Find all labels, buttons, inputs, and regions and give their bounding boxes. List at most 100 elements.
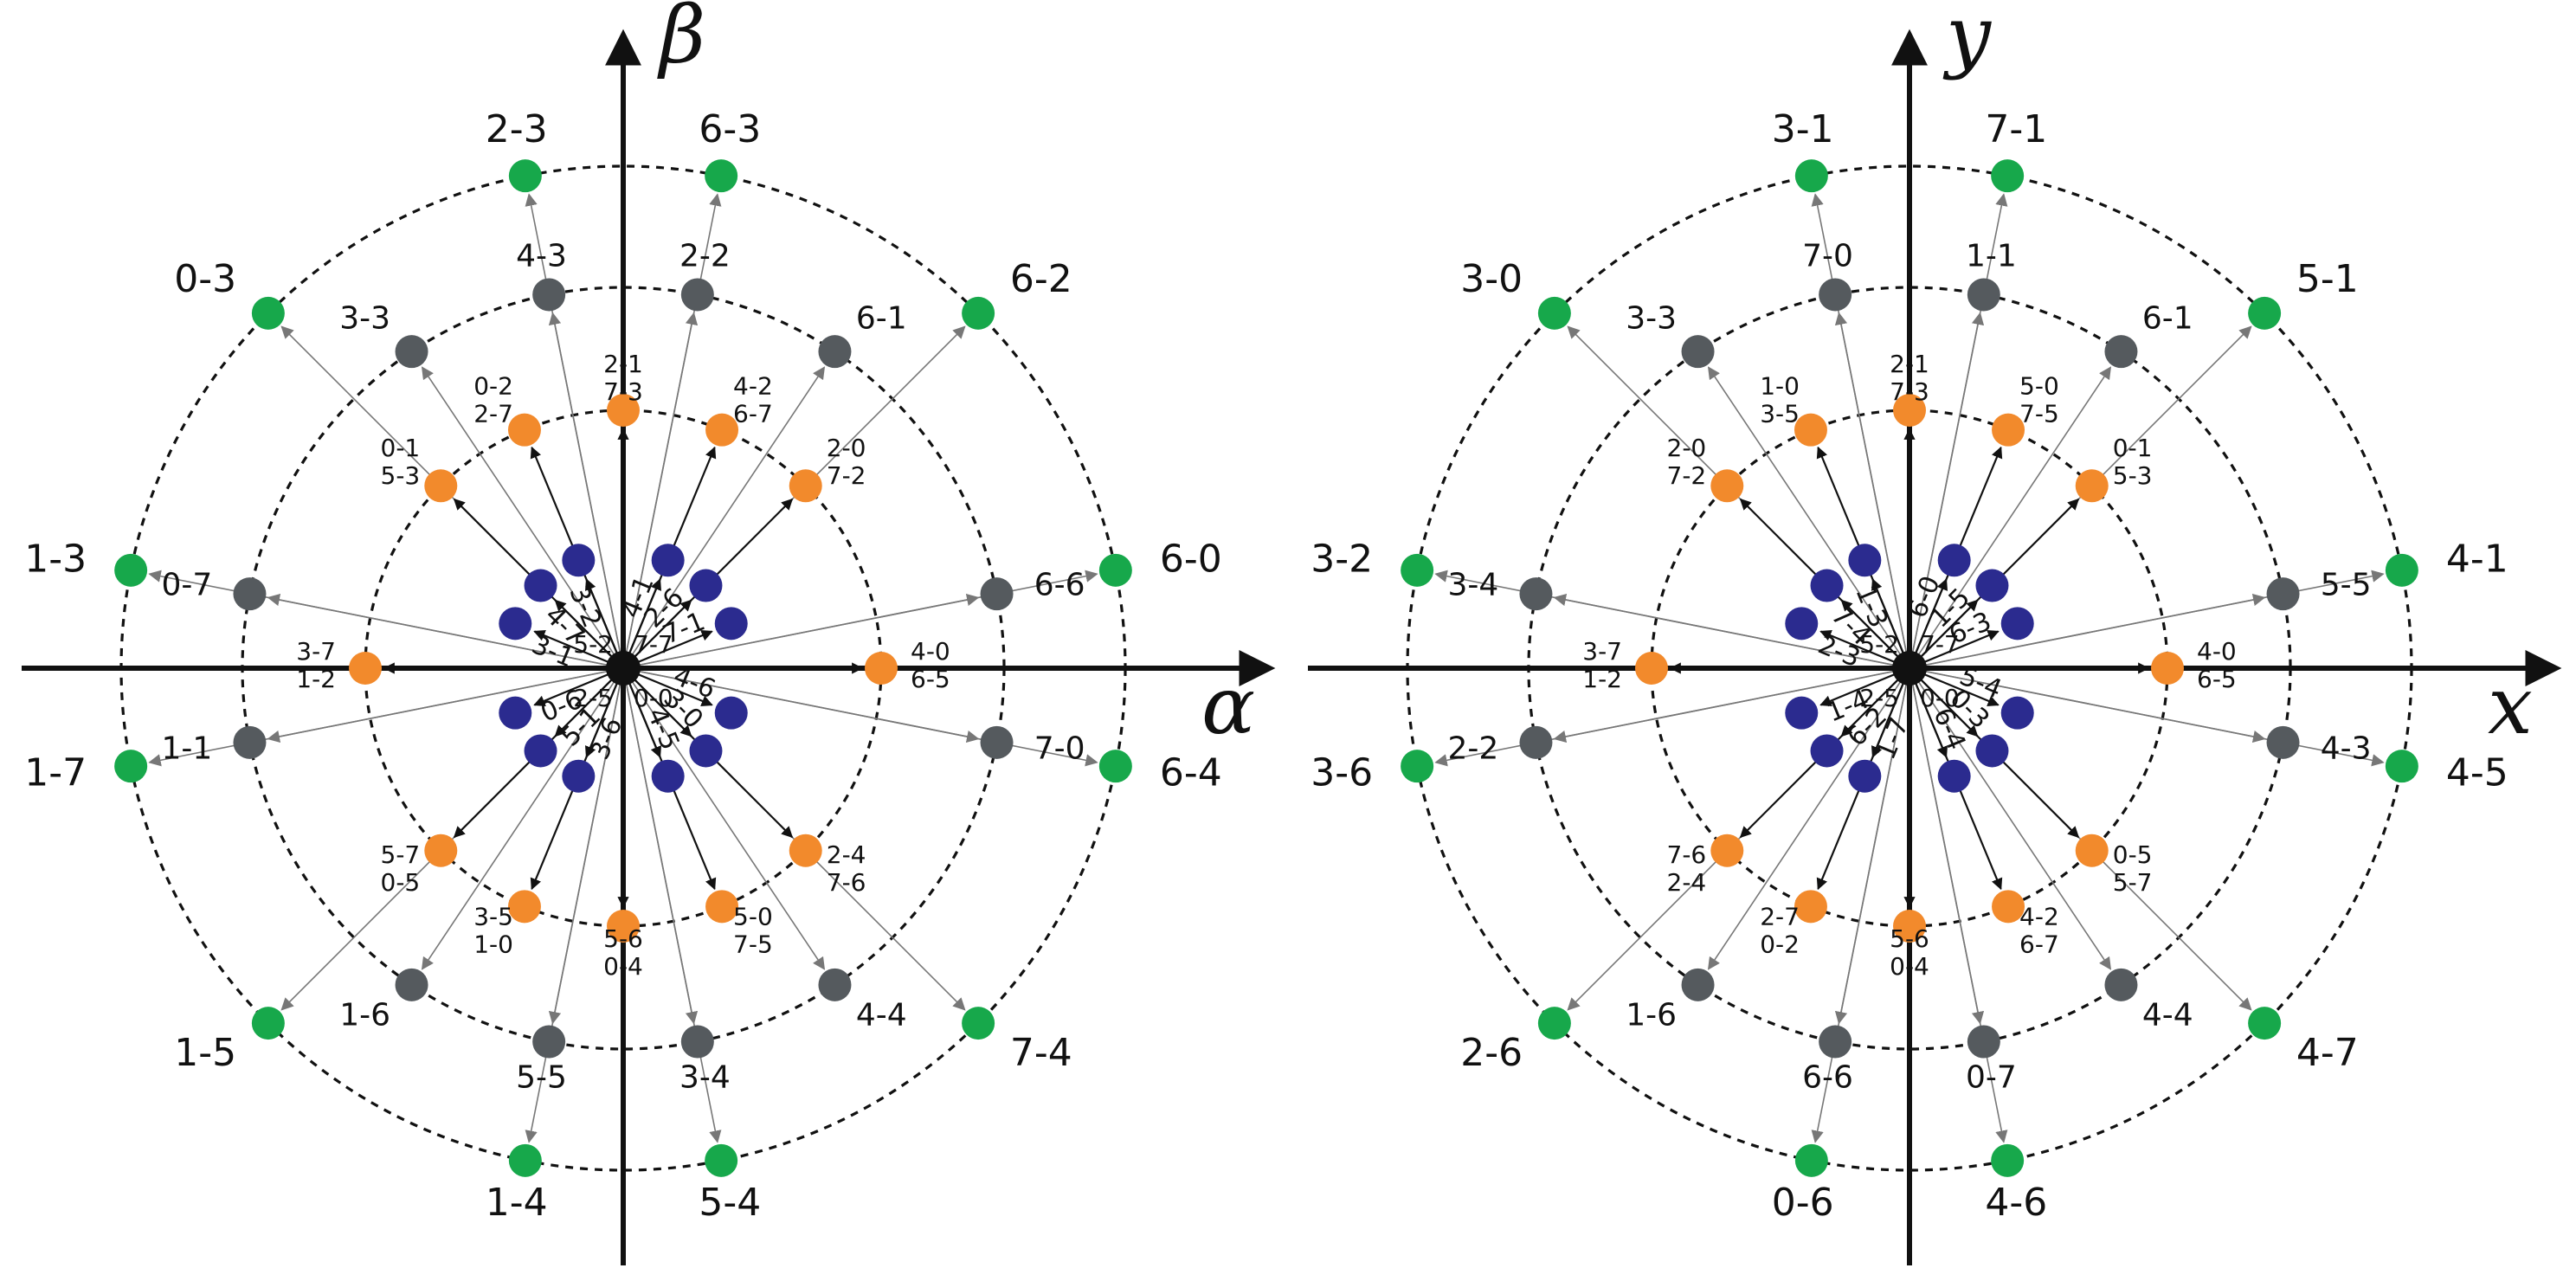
outer-mid-vector-label: 5-5: [516, 1060, 567, 1096]
mid-vector-label: 1-2: [1582, 665, 1622, 693]
inner-vector-dot: [1810, 569, 1844, 602]
mid-vector-dot: [424, 834, 458, 867]
mid-vector-label: 7-3: [603, 377, 643, 406]
outer-mid-vector-label: 3-4: [679, 1060, 731, 1096]
mid-vector-dot: [2151, 652, 2184, 685]
inner-vector-dot: [499, 696, 532, 730]
outer-mid-vector-dot: [818, 968, 852, 1001]
outer-mid-vector-label: 4-3: [2321, 731, 2372, 766]
outer-vector-label: 5-1: [2296, 257, 2359, 301]
outer-vector-label: 6-4: [1160, 750, 1222, 795]
vector-arrow: [1909, 667, 2266, 743]
vector-arrow: [1909, 366, 2112, 669]
mid-vector-dot: [865, 652, 898, 685]
outer-vector-dot: [2385, 750, 2418, 783]
mid-vector-label: 5-6: [1890, 924, 1929, 953]
outer-vector-label: 2-6: [1460, 1031, 1523, 1075]
mid-vector-label: 5-7: [381, 840, 421, 869]
vector-arrow: [622, 667, 826, 970]
inner-vector-dot: [689, 734, 723, 768]
y-axis-label: y: [1942, 0, 1992, 81]
outer-vector-label: 1-4: [486, 1181, 548, 1225]
mid-vector-dot: [607, 910, 640, 943]
mid-vector-dot: [1710, 834, 1744, 867]
outer-vector-label: 7-1: [1985, 107, 2047, 151]
outer-mid-vector-label: 1-1: [1966, 238, 2017, 274]
outer-mid-vector-dot: [233, 725, 267, 759]
mid-vector-dot: [1893, 394, 1926, 427]
vector-arrow: [1707, 667, 1910, 970]
outer-mid-vector-dot: [1681, 335, 1715, 369]
outer-mid-vector-dot: [980, 725, 1014, 759]
zero-vector-label: 2-5: [1859, 684, 1899, 712]
outer-mid-vector-dot: [2266, 577, 2300, 611]
inner-vector-dot: [562, 759, 596, 793]
inner-vector-dot: [1937, 759, 1971, 793]
mid-vector-dot: [1893, 910, 1926, 943]
inner-vector-dot: [1785, 607, 1819, 640]
inner-vector-dot: [714, 696, 748, 730]
mid-vector-label: 3-7: [1582, 637, 1622, 666]
outer-vector-label: 0-3: [174, 257, 236, 301]
mid-vector-dot: [424, 469, 458, 503]
vector-arrow: [1834, 667, 1910, 1025]
outer-vector-label: 0-6: [1772, 1181, 1834, 1225]
mid-vector-label: 6-7: [733, 399, 773, 428]
outer-mid-vector-dot: [818, 335, 852, 369]
inner-vector-dot: [689, 569, 723, 602]
mid-vector-label: 6-7: [2019, 930, 2059, 959]
mid-vector-dot: [349, 652, 382, 685]
mid-vector-label: 0-4: [1890, 952, 1929, 981]
outer-mid-vector-dot: [532, 278, 566, 312]
vector-arrow: [267, 593, 624, 669]
inner-vector-dot: [524, 569, 557, 602]
outer-vector-label: 6-2: [1010, 257, 1072, 301]
mid-vector-label: 2-4: [1667, 868, 1707, 897]
outer-mid-vector-dot: [980, 577, 1014, 611]
outer-vector-dot: [1537, 1007, 1571, 1040]
mid-vector-label: 2-7: [473, 399, 513, 428]
zero-vector-label: 5-2: [573, 630, 613, 659]
inner-vector-dot: [1848, 759, 1882, 793]
mid-vector-label: 4-0: [911, 637, 950, 666]
zero-vector-label: 0-0: [1920, 684, 1960, 712]
vector-arrow: [1553, 667, 1910, 743]
outer-mid-vector-dot: [1519, 577, 1553, 611]
mid-vector-label: 7-2: [827, 461, 866, 490]
mid-vector-dot: [2075, 469, 2109, 503]
mid-vector-label: 5-6: [603, 924, 643, 953]
mid-vector-label: 5-7: [2113, 868, 2153, 897]
outer-vector-dot: [705, 159, 738, 193]
outer-mid-vector-label: 7-0: [1034, 731, 1085, 766]
mid-vector-dot: [2075, 834, 2109, 867]
mid-vector-label: 3-5: [473, 903, 513, 931]
inner-vector-dot: [1975, 734, 2009, 768]
outer-vector-dot: [1991, 1143, 2025, 1177]
mid-vector-label: 0-2: [1760, 930, 1800, 959]
outer-vector-dot: [508, 159, 542, 193]
outer-mid-vector-label: 6-1: [2142, 301, 2193, 337]
outer-vector-label: 4-7: [2296, 1031, 2359, 1075]
x-axis-label: α: [1201, 660, 1255, 752]
outer-mid-vector-dot: [233, 577, 267, 611]
inner-vector-dot: [499, 607, 532, 640]
outer-mid-vector-dot: [2266, 725, 2300, 759]
inner-vector-dot: [1810, 734, 1844, 768]
outer-vector-label: 6-0: [1160, 538, 1222, 582]
origin-dot: [1892, 651, 1927, 686]
mid-vector-dot: [1992, 890, 2025, 924]
vector-arrow: [1909, 312, 1985, 669]
outer-mid-vector-dot: [1819, 278, 1852, 312]
mid-vector-label: 3-5: [1760, 399, 1800, 428]
outer-mid-vector-label: 1-6: [339, 997, 390, 1033]
outer-vector-dot: [705, 1143, 738, 1177]
outer-vector-dot: [114, 553, 148, 587]
mid-vector-label: 4-0: [2197, 637, 2237, 666]
vector-arrow: [548, 312, 624, 669]
mid-vector-label: 6-5: [2197, 665, 2237, 693]
mid-vector-label: 1-0: [1760, 371, 1800, 400]
outer-mid-vector-dot: [395, 335, 428, 369]
outer-vector-dot: [2248, 1007, 2282, 1040]
vector-arrow: [1553, 593, 1910, 669]
outer-vector-label: 3-2: [1311, 538, 1373, 582]
